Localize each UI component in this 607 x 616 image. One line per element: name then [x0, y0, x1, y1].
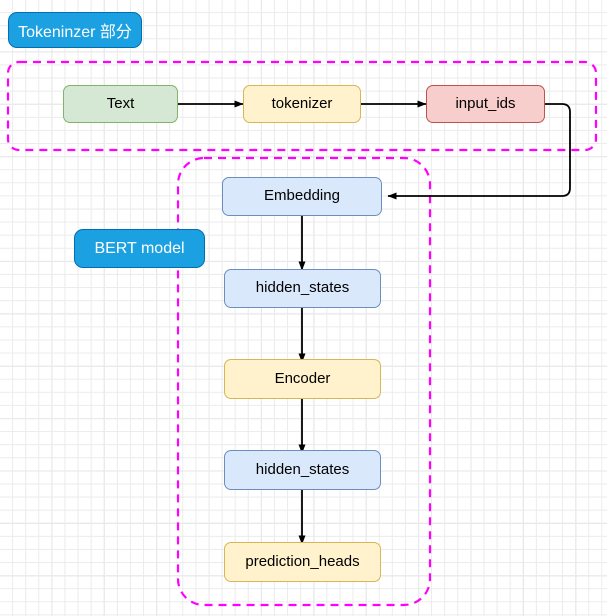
bert-group-label[interactable]: BERT model — [74, 229, 205, 268]
node-prediction-heads[interactable]: prediction_heads — [224, 542, 381, 582]
tokenizer-group-label[interactable]: Tokeninzer 部分 — [8, 12, 142, 48]
node-encoder[interactable]: Encoder — [224, 359, 381, 399]
node-embedding[interactable]: Embedding — [222, 177, 382, 216]
node-input-ids[interactable]: input_ids — [426, 85, 545, 123]
tokenizer-group-label-text: Tokeninzer 部分 — [18, 24, 132, 41]
node-encoder-label: Encoder — [274, 369, 331, 387]
node-hidden-states-1-label: hidden_states — [255, 279, 350, 297]
node-hidden-states-1[interactable]: hidden_states — [224, 269, 381, 308]
node-tokenizer-label: tokenizer — [271, 94, 333, 112]
node-embedding-label: Embedding — [264, 187, 340, 205]
node-prediction-heads-label: prediction_heads — [245, 552, 360, 570]
bert-group-label-text: BERT model — [94, 239, 185, 257]
node-hidden-states-2-label: hidden_states — [255, 460, 350, 478]
node-input-ids-label: input_ids — [455, 94, 516, 112]
node-text-label: Text — [106, 94, 135, 112]
node-tokenizer[interactable]: tokenizer — [243, 85, 361, 123]
node-hidden-states-2[interactable]: hidden_states — [224, 450, 381, 490]
node-text[interactable]: Text — [63, 85, 178, 123]
